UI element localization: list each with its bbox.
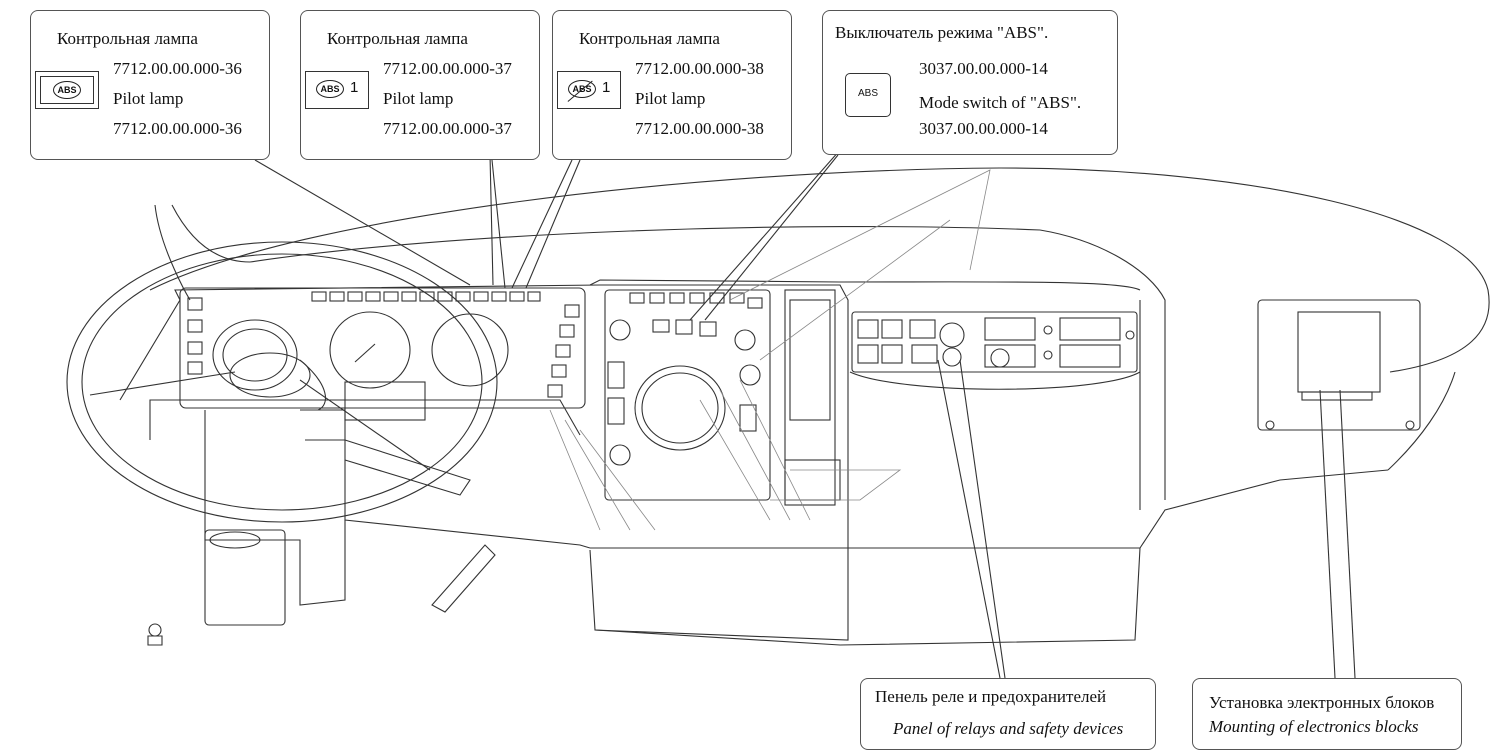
abs-1-lamp-icon: ABS 1 <box>305 71 369 109</box>
icon-number: 1 <box>350 79 359 96</box>
part-code-ru: 3037.00.00.000-14 <box>919 59 1048 78</box>
callout-title-ru: Установка электронных блоков <box>1209 693 1435 712</box>
icon-number: 1 <box>602 79 611 96</box>
callout-abs-mode-switch: Выключатель режима "ABS". 3037.00.00.000… <box>822 10 1118 155</box>
abs-oval: ABS <box>316 80 344 98</box>
callout-title-ru: Пенель реле и предохранителей <box>875 687 1107 706</box>
callout-title-en: Mounting of electronics blocks <box>1209 717 1419 736</box>
abs-1-crossed-lamp-icon: ABS 1 <box>557 71 621 109</box>
part-code-en: 3037.00.00.000-14 <box>919 119 1048 138</box>
switch-label: ABS <box>858 88 879 99</box>
callout-title: Контрольная лампа <box>327 29 468 48</box>
callout-title-en: Panel of relays and safety devices <box>893 719 1124 738</box>
abs-oval: ABS <box>53 81 81 99</box>
icon-inner-frame: ABS <box>40 76 94 104</box>
abs-switch-icon: ABS <box>845 73 891 117</box>
callout-title-en: Pilot lamp <box>383 89 454 108</box>
abs-lamp-icon: ABS <box>35 71 99 109</box>
callout-pilot-lamp-38: Контрольная лампа 7712.00.00.000-38 Pilo… <box>552 10 792 160</box>
callout-title: Контрольная лампа <box>57 29 198 48</box>
callout-title: Контрольная лампа <box>579 29 720 48</box>
part-code-en: 7712.00.00.000-38 <box>635 119 764 138</box>
callout-title-en: Pilot lamp <box>113 89 184 108</box>
callout-title: Выключатель режима "ABS". <box>835 23 1049 42</box>
part-code-en: 7712.00.00.000-37 <box>383 119 512 138</box>
callout-relay-panel: Пенель реле и предохранителей Panel of r… <box>860 678 1156 750</box>
callout-title-en: Pilot lamp <box>635 89 706 108</box>
part-code-ru: 7712.00.00.000-38 <box>635 59 764 78</box>
callout-pilot-lamp-36: Контрольная лампа 7712.00.00.000-36 Pilo… <box>30 10 270 160</box>
callout-electronics-blocks: Установка электронных блоков Mounting of… <box>1192 678 1462 750</box>
callout-title-en: Mode switch of "ABS". <box>919 93 1082 112</box>
part-code-en: 7712.00.00.000-36 <box>113 119 242 138</box>
part-code-ru: 7712.00.00.000-36 <box>113 59 242 78</box>
part-code-ru: 7712.00.00.000-37 <box>383 59 512 78</box>
callout-pilot-lamp-37: Контрольная лампа 7712.00.00.000-37 Pilo… <box>300 10 540 160</box>
